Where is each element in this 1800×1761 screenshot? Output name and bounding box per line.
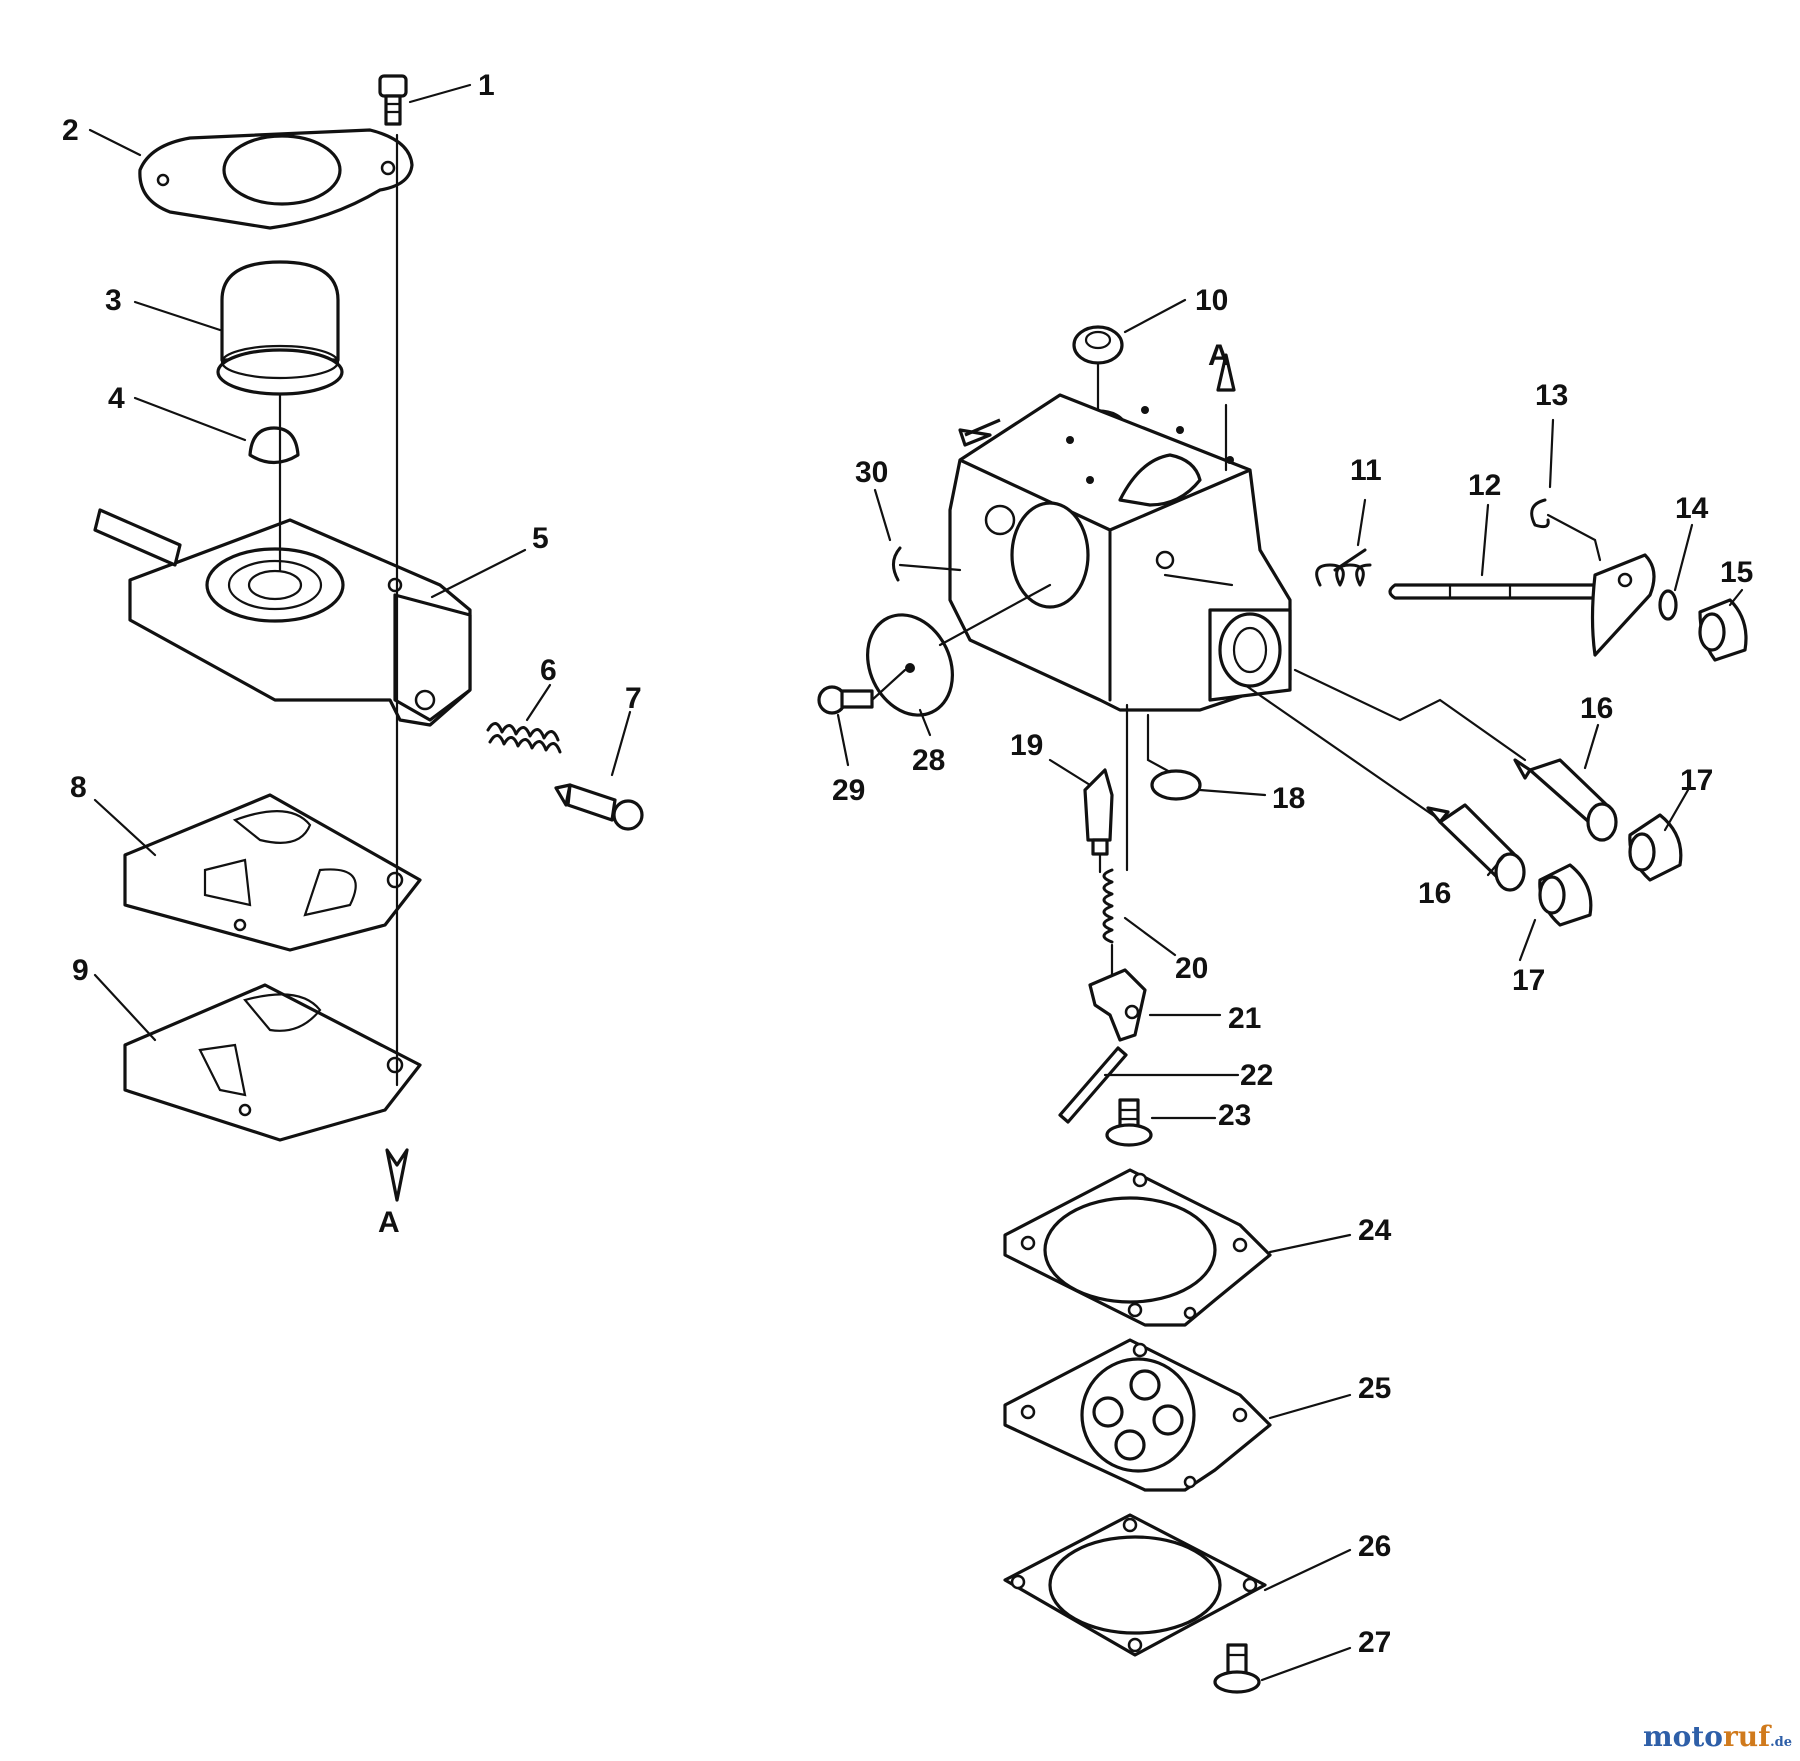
callout-6: 6	[540, 654, 557, 687]
part-2-cover	[138, 128, 414, 230]
callout-17-b: 17	[1512, 964, 1545, 997]
callout-16-b: 16	[1418, 877, 1451, 910]
part-28-disc	[866, 613, 954, 717]
callout-7: 7	[625, 682, 642, 715]
part-16-needle-a	[1513, 758, 1618, 842]
watermark-part2: ruf	[1722, 1720, 1771, 1753]
leader-lines	[88, 83, 1744, 1682]
watermark-part3: .de	[1770, 1735, 1792, 1750]
callout-12: 12	[1468, 469, 1501, 502]
part-30-clip	[892, 546, 962, 582]
part-10-nut	[1072, 325, 1124, 365]
part-20-spring	[1102, 868, 1114, 944]
callout-3: 3	[105, 284, 122, 317]
part-8-diaphragm	[123, 793, 422, 952]
callout-25: 25	[1358, 1372, 1391, 1405]
callout-labels: 1 2 3 4 5 6 7 8 9 A 10 A 11 12 13 14 15 …	[62, 69, 1753, 1659]
callout-10: 10	[1195, 284, 1228, 317]
carburetor-body	[948, 393, 1292, 712]
callout-29: 29	[832, 774, 865, 807]
callout-17-a: 17	[1680, 764, 1713, 797]
part-13-clip	[1530, 498, 1602, 562]
callout-28: 28	[912, 744, 945, 777]
callout-27: 27	[1358, 1626, 1391, 1659]
part-19-needle-valve	[1083, 768, 1114, 856]
part-5-pump-body	[93, 508, 472, 727]
callout-5: 5	[532, 522, 549, 555]
callout-9: 9	[72, 954, 89, 987]
callout-15: 15	[1720, 556, 1753, 589]
callout-13: 13	[1535, 379, 1568, 412]
callout-21: 21	[1228, 1002, 1261, 1035]
part-26-cover	[1003, 1513, 1267, 1657]
callout-a-right: A	[1208, 339, 1230, 372]
part-3-primer-bulb	[216, 260, 344, 396]
watermark-part1: moto	[1643, 1720, 1723, 1753]
callout-20: 20	[1175, 952, 1208, 985]
callout-23: 23	[1218, 1099, 1251, 1132]
callout-16-a: 16	[1580, 692, 1613, 725]
part-11-spring	[1315, 548, 1372, 587]
callout-11: 11	[1350, 454, 1382, 487]
part-17-cap-a	[1628, 813, 1683, 882]
part-15-nut	[1698, 598, 1748, 662]
callout-24: 24	[1358, 1214, 1392, 1247]
part-12-shaft	[1388, 583, 1612, 600]
part-24-gasket	[1003, 1168, 1272, 1327]
part-27-screw	[1213, 1643, 1261, 1694]
callout-26: 26	[1358, 1530, 1391, 1563]
part-25-diaphragm	[1003, 1338, 1272, 1492]
callout-a-left: A	[378, 1206, 400, 1239]
part-4-valve	[248, 426, 300, 465]
part-9-gasket	[123, 983, 422, 1142]
part-7-needle	[554, 783, 644, 831]
part-29-screw	[817, 668, 907, 715]
part-21-lever	[1088, 968, 1147, 1042]
callout-30: 30	[855, 456, 888, 489]
part-23-screw	[1105, 1098, 1153, 1147]
part-6-spring	[486, 722, 562, 754]
callout-1: 1	[478, 69, 495, 102]
part-17-cap-b	[1538, 863, 1593, 927]
part-14-washer	[1658, 589, 1678, 621]
callout-18: 18	[1272, 782, 1305, 815]
part-22-pin	[1058, 1046, 1128, 1124]
callout-14: 14	[1675, 492, 1709, 525]
part-18-disc	[1146, 713, 1202, 801]
part-1-screw	[378, 74, 408, 126]
callout-19: 19	[1010, 729, 1043, 762]
callout-22: 22	[1240, 1059, 1273, 1092]
callout-8: 8	[70, 771, 87, 804]
motoruf-watermark: motoruf.de	[1643, 1720, 1792, 1753]
callout-4: 4	[108, 382, 125, 415]
callout-2: 2	[62, 114, 79, 147]
